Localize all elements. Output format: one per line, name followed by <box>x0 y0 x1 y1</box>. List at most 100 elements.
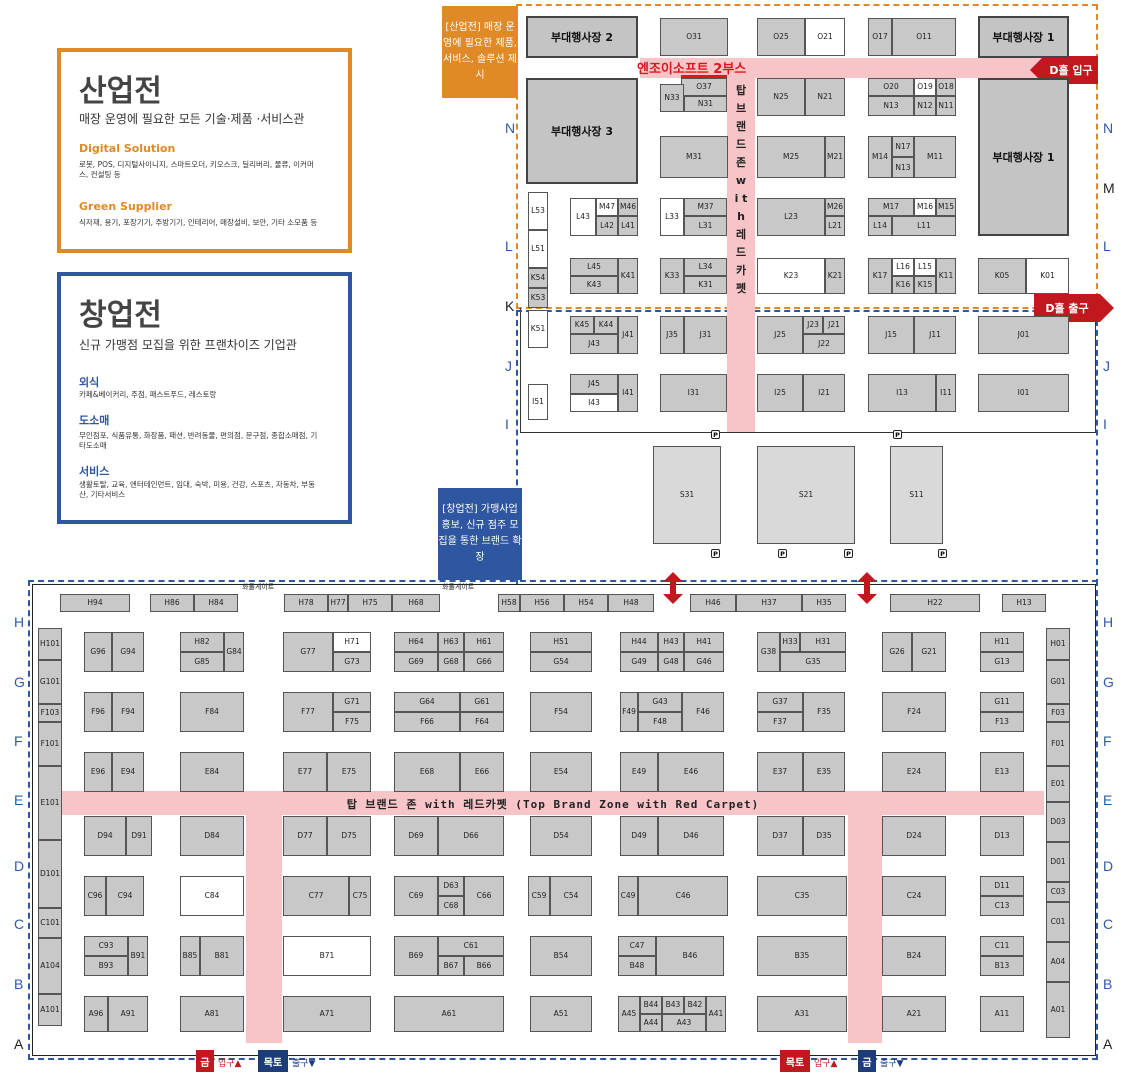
booth-F77[interactable]: F77 <box>283 692 333 732</box>
booth-N33[interactable]: N33 <box>660 84 684 112</box>
booth-E49[interactable]: E49 <box>620 752 658 792</box>
booth-H84[interactable]: H84 <box>194 594 238 612</box>
booth-E54[interactable]: E54 <box>530 752 592 792</box>
booth-H48[interactable]: H48 <box>608 594 654 612</box>
booth-B44[interactable]: B44 <box>640 996 662 1014</box>
booth-I13[interactable]: I13 <box>868 374 936 412</box>
booth-D63[interactable]: D63 <box>438 876 464 896</box>
event-hall-3[interactable]: 부대행사장 3 <box>526 78 638 184</box>
booth-O25[interactable]: O25 <box>757 18 805 56</box>
booth-A43[interactable]: A43 <box>662 1014 706 1032</box>
booth-F64[interactable]: F64 <box>460 712 504 732</box>
booth-F94[interactable]: F94 <box>112 692 144 732</box>
booth-E35[interactable]: E35 <box>803 752 845 792</box>
booth-O37[interactable]: O37 <box>681 78 727 96</box>
booth-K21[interactable]: K21 <box>825 258 845 294</box>
booth-E37[interactable]: E37 <box>757 752 803 792</box>
booth-H68[interactable]: H68 <box>392 594 440 612</box>
booth-D54[interactable]: D54 <box>530 816 592 856</box>
booth-M21[interactable]: M21 <box>825 136 845 178</box>
booth-G66[interactable]: G66 <box>464 652 504 672</box>
booth-N25[interactable]: N25 <box>757 78 805 116</box>
booth-A104[interactable]: A104 <box>38 938 62 994</box>
booth-B35[interactable]: B35 <box>757 936 847 976</box>
booth-S21[interactable]: S21 <box>757 446 855 544</box>
booth-M26[interactable]: M26 <box>825 198 845 216</box>
booth-G61[interactable]: G61 <box>460 692 504 712</box>
booth-C49[interactable]: C49 <box>618 876 638 916</box>
booth-B46[interactable]: B46 <box>656 936 724 976</box>
booth-K33[interactable]: K33 <box>660 258 684 294</box>
booth-D49[interactable]: D49 <box>620 816 658 856</box>
booth-E77[interactable]: E77 <box>283 752 327 792</box>
booth-B43[interactable]: B43 <box>662 996 684 1014</box>
booth-H35[interactable]: H35 <box>802 594 846 612</box>
booth-S11[interactable]: S11 <box>890 446 943 544</box>
booth-K23[interactable]: K23 <box>757 258 825 294</box>
booth-B69[interactable]: B69 <box>394 936 438 976</box>
booth-D101[interactable]: D101 <box>38 840 62 908</box>
booth-J01[interactable]: J01 <box>978 316 1069 354</box>
booth-G46[interactable]: G46 <box>684 652 724 672</box>
booth-N31[interactable]: N31 <box>684 96 727 112</box>
booth-C35[interactable]: C35 <box>757 876 847 916</box>
booth-I41[interactable]: I41 <box>618 374 638 412</box>
booth-H56[interactable]: H56 <box>520 594 564 612</box>
booth-B54[interactable]: B54 <box>530 936 592 976</box>
booth-G94[interactable]: G94 <box>112 632 144 672</box>
booth-J22[interactable]: J22 <box>803 334 845 354</box>
booth-D84[interactable]: D84 <box>180 816 244 856</box>
booth-A51[interactable]: A51 <box>530 996 592 1032</box>
booth-M46[interactable]: M46 <box>618 198 638 216</box>
booth-L33[interactable]: L33 <box>660 198 684 236</box>
booth-O17[interactable]: O17 <box>868 18 892 56</box>
booth-H44[interactable]: H44 <box>620 632 658 652</box>
booth-G13[interactable]: G13 <box>980 652 1024 672</box>
booth-G68[interactable]: G68 <box>438 652 464 672</box>
booth-O21[interactable]: O21 <box>805 18 845 56</box>
booth-A21[interactable]: A21 <box>882 996 946 1032</box>
booth-J41[interactable]: J41 <box>618 316 638 354</box>
booth-C01[interactable]: C01 <box>1046 902 1070 942</box>
booth-B93[interactable]: B93 <box>84 956 128 976</box>
booth-A01[interactable]: A01 <box>1046 982 1070 1038</box>
booth-F66[interactable]: F66 <box>394 712 460 732</box>
booth-G77[interactable]: G77 <box>283 632 333 672</box>
booth-O11[interactable]: O11 <box>892 18 956 56</box>
booth-L11[interactable]: L11 <box>892 216 956 236</box>
booth-C68[interactable]: C68 <box>438 896 464 916</box>
booth-G54[interactable]: G54 <box>530 652 592 672</box>
booth-H13[interactable]: H13 <box>1002 594 1046 612</box>
booth-K31[interactable]: K31 <box>684 276 727 294</box>
booth-G73[interactable]: G73 <box>333 652 371 672</box>
booth-F24[interactable]: F24 <box>882 692 946 732</box>
booth-J45[interactable]: J45 <box>570 374 618 394</box>
booth-C69[interactable]: C69 <box>394 876 438 916</box>
booth-C47[interactable]: C47 <box>618 936 656 956</box>
booth-N12[interactable]: N12 <box>914 96 936 116</box>
booth-H63[interactable]: H63 <box>438 632 464 652</box>
booth-B91[interactable]: B91 <box>128 936 148 976</box>
booth-D13[interactable]: D13 <box>980 816 1024 856</box>
booth-E13[interactable]: E13 <box>980 752 1024 792</box>
booth-C75[interactable]: C75 <box>349 876 371 916</box>
booth-L34[interactable]: L34 <box>684 258 727 276</box>
booth-A61[interactable]: A61 <box>394 996 504 1032</box>
booth-L42[interactable]: L42 <box>596 216 618 236</box>
booth-H33[interactable]: H33 <box>780 632 800 652</box>
booth-F01[interactable]: F01 <box>1046 722 1070 766</box>
booth-H64[interactable]: H64 <box>394 632 438 652</box>
booth-G43[interactable]: G43 <box>638 692 682 712</box>
booth-C94[interactable]: C94 <box>106 876 144 916</box>
booth-K45[interactable]: K45 <box>570 316 594 334</box>
booth-D35[interactable]: D35 <box>803 816 845 856</box>
booth-J25[interactable]: J25 <box>757 316 803 354</box>
booth-K15[interactable]: K15 <box>914 276 936 294</box>
booth-D77[interactable]: D77 <box>283 816 327 856</box>
booth-H82[interactable]: H82 <box>180 632 224 652</box>
booth-D24[interactable]: D24 <box>882 816 946 856</box>
booth-N13[interactable]: N13 <box>868 96 914 116</box>
booth-E96[interactable]: E96 <box>84 752 112 792</box>
booth-D01[interactable]: D01 <box>1046 842 1070 882</box>
booth-J15[interactable]: J15 <box>868 316 914 354</box>
